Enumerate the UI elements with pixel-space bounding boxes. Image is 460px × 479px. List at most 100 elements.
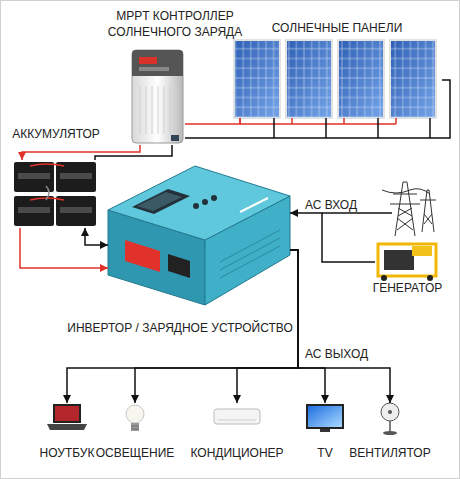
solar-panel-array xyxy=(234,40,280,118)
power-grid-pylon xyxy=(382,182,436,236)
battery-bank xyxy=(14,196,54,226)
generator-symbol xyxy=(381,275,387,281)
laptop-icon xyxy=(55,406,79,421)
edge-label: АС ВХОД xyxy=(305,197,395,213)
solar-panel-array xyxy=(286,40,332,118)
wire-connector xyxy=(22,145,140,160)
inverter-symbol xyxy=(125,240,160,272)
component-node: СОЛНЕЧНЫЕ ПАНЕЛИ xyxy=(232,40,442,118)
tv-icon xyxy=(306,404,344,429)
component-label: ГЕНЕРАТОР xyxy=(360,280,455,296)
component-node: ГЕНЕРАТОР xyxy=(375,240,440,280)
panel-wiring xyxy=(240,118,430,138)
component-node: КОНДИЦИОНЕР xyxy=(217,403,257,435)
air-conditioner-icon xyxy=(214,409,260,424)
solar-panel-array xyxy=(338,40,384,118)
power-grid-pylon xyxy=(382,189,430,194)
battery-bank xyxy=(46,186,49,200)
battery-bank xyxy=(60,173,92,179)
tv-icon xyxy=(308,406,342,427)
component-node: MPPT КОНТРОЛЛЕР СОЛНЕЧНОГО ЗАРЯДА xyxy=(130,48,185,145)
generator-symbol xyxy=(427,275,433,281)
wire-connector xyxy=(185,80,450,138)
inverter-symbol xyxy=(168,254,190,278)
battery-bank xyxy=(18,173,50,179)
bulb-icon xyxy=(131,423,139,431)
air-conditioner-icon xyxy=(218,420,256,421)
battery-bank xyxy=(56,162,96,192)
component-node: АККУМУЛЯТОР xyxy=(12,160,100,228)
solar-panel-array xyxy=(234,40,280,118)
component-node: ВЕНТИЛЯТОР xyxy=(370,403,410,435)
solar-panel-array xyxy=(390,40,436,118)
solar-panel-array xyxy=(338,40,384,118)
wire-connector xyxy=(95,145,172,160)
panel-wiring xyxy=(240,118,396,124)
component-label: ИНВЕРТОР / ЗАРЯДНОЕ УСТРОЙСТВО xyxy=(60,320,300,336)
mppt-controller-symbol xyxy=(140,86,176,134)
bulb-icon xyxy=(131,426,139,429)
mppt-controller-symbol xyxy=(171,135,179,141)
component-label: MPPT КОНТРОЛЛЕР СОЛНЕЧНОГО ЗАРЯДА xyxy=(105,8,245,40)
battery-bank xyxy=(60,207,92,213)
battery-bank xyxy=(18,207,50,213)
component-node: ИНВЕРТОР / ЗАРЯДНОЕ УСТРОЙСТВО xyxy=(108,165,290,305)
air-conditioner-icon xyxy=(214,409,260,424)
laptop-icon xyxy=(53,404,81,423)
inverter-symbol xyxy=(137,192,182,211)
wire-connector xyxy=(20,228,108,268)
bulb-icon xyxy=(126,405,144,423)
component-label: ОСВЕЩЕНИЕ xyxy=(85,445,185,461)
inverter-symbol xyxy=(132,189,190,214)
battery-bank xyxy=(56,196,96,226)
component-label: АККУМУЛЯТОР xyxy=(8,126,104,142)
component-label: СОЛНЕЧНЫЕ ПАНЕЛИ xyxy=(232,20,442,36)
tv-icon xyxy=(320,429,330,432)
wire-connector xyxy=(85,228,108,245)
tv-icon xyxy=(306,404,344,432)
power-grid-pylon xyxy=(420,190,436,232)
inverter-symbol xyxy=(108,166,290,305)
mppt-controller-symbol xyxy=(139,57,157,64)
bulb-icon xyxy=(126,405,144,431)
wire-connector xyxy=(290,250,390,403)
mppt-controller-symbol xyxy=(132,50,183,143)
wire-connector xyxy=(185,118,240,124)
power-grid-pylon xyxy=(390,182,420,236)
generator-symbol xyxy=(412,246,432,256)
panel-wiring xyxy=(274,118,430,138)
fan-icon xyxy=(383,431,397,435)
component-node: TV xyxy=(305,403,345,435)
wire-connector xyxy=(290,213,375,262)
inverter-symbol xyxy=(202,199,208,205)
fan-icon xyxy=(381,403,399,435)
component-label: КОНДИЦИОНЕР xyxy=(187,445,287,461)
generator-symbol xyxy=(378,244,436,276)
laptop-icon xyxy=(47,404,87,430)
laptop-icon xyxy=(47,424,87,430)
mppt-controller-symbol xyxy=(132,50,183,76)
inverter-symbol xyxy=(211,195,217,201)
component-node: НОУТБУК xyxy=(47,403,87,435)
solar-panel-array xyxy=(234,40,436,118)
generator-symbol xyxy=(384,250,414,270)
grid-feed-wire xyxy=(322,213,392,214)
component-label: ВЕНТИЛЯТОР xyxy=(340,445,440,461)
edge-label: АС ВЫХОД xyxy=(305,346,395,362)
component-node: ОСВЕЩЕНИЕ xyxy=(115,403,155,435)
inverter-symbol xyxy=(108,166,290,240)
inverter-symbol xyxy=(220,230,280,278)
inverter-symbol xyxy=(193,203,199,209)
battery-bank xyxy=(30,164,64,166)
wire-connector xyxy=(290,250,325,403)
fan-icon xyxy=(381,403,399,421)
mppt-controller-symbol xyxy=(139,67,169,71)
mppt-controller-symbol xyxy=(132,50,183,143)
generator-symbol xyxy=(378,244,436,281)
